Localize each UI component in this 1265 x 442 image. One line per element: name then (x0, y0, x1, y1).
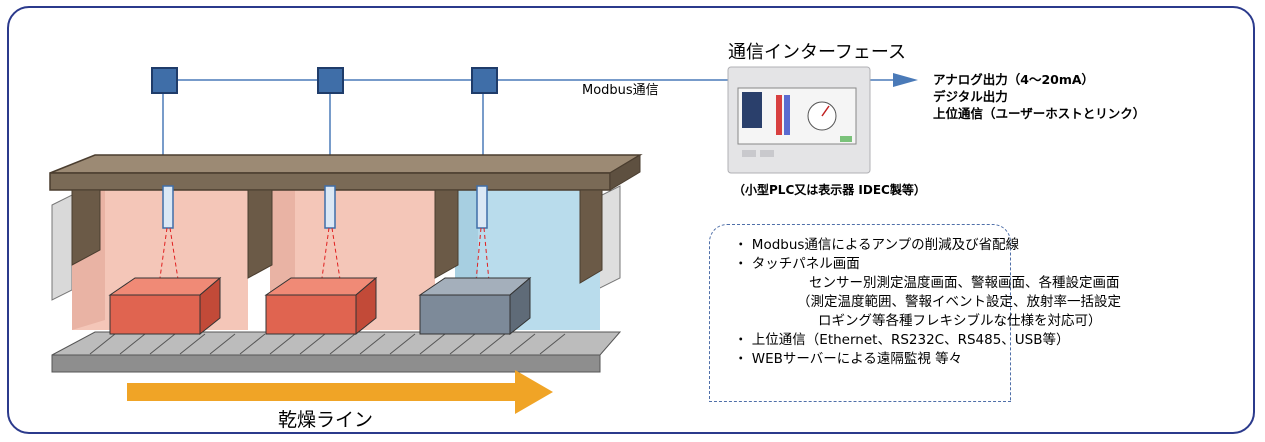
beam-2b (331, 227, 343, 293)
conveyor-front (51, 354, 601, 373)
left-door (51, 194, 73, 301)
hot-box-1-front (109, 294, 201, 335)
interface-title: 通信インターフェース (728, 42, 907, 63)
drying-line-label: 乾燥ライン (278, 409, 374, 431)
feature-settings: （測定温度範囲、警報イベント設定、放射率一括設定 (797, 294, 1121, 310)
modbus-label: Modbus通信 (582, 83, 659, 98)
beam-1a (157, 227, 168, 293)
hmi-key-1 (742, 150, 756, 157)
feature-touch-panel: ・ タッチパネル画面 (734, 256, 860, 272)
beam-1b (169, 227, 181, 293)
interface-caption: （小型PLC又は表示器 IDEC製等） (733, 183, 926, 197)
diagram-frame (7, 6, 1255, 434)
sensor-1 (162, 185, 174, 229)
output-analog: アナログ出力（4～20mA） (933, 72, 1095, 87)
hmi-button-green (840, 136, 852, 142)
sensor-3 (476, 185, 488, 229)
modbus-module-1 (151, 67, 178, 94)
output-arrow (893, 73, 918, 87)
hmi-bar-red (776, 95, 782, 135)
sensor-2 (324, 185, 336, 229)
cool-box-front (419, 294, 511, 335)
features-box (709, 224, 1011, 402)
beam-side (609, 154, 641, 191)
modbus-module-3 (471, 67, 498, 94)
feature-modbus: ・ Modbus通信によるアンプの削減及び省配線 (734, 237, 1020, 253)
hmi-gauge-needle (821, 105, 830, 117)
pillar-3 (434, 189, 459, 279)
feature-host-comm: ・ 上位通信（Ethernet、RS232C、RS485、USB等） (734, 332, 1070, 348)
line-direction-arrow (127, 370, 553, 414)
hmi-screen-panel (742, 92, 762, 128)
conveyor-top (51, 331, 622, 356)
output-host: 上位通信（ユーザーホストとリンク） (933, 106, 1146, 121)
pillar-4 (579, 189, 603, 284)
hot-box-2-side (355, 276, 377, 336)
feature-web: ・ WEBサーバーによる遠隔監視 等々 (734, 351, 963, 367)
pillar-2 (247, 189, 273, 279)
conveyor-rollers (89, 333, 566, 355)
hot-box-2-front (265, 294, 357, 335)
modbus-module-2 (317, 67, 344, 94)
pillar-1 (71, 189, 101, 266)
features-list: ・ Modbus通信によるアンプの削減及び省配線 ・ タッチパネル画面 センサー… (734, 236, 1121, 369)
hot-box-1-side (199, 276, 221, 336)
beam-3b (483, 227, 491, 293)
beam-2a (319, 227, 330, 293)
hmi-bar-blue (784, 95, 790, 135)
output-list: アナログ出力（4～20mA） デジタル出力 上位通信（ユーザーホストとリンク） (933, 71, 1145, 122)
feature-logging: ロギング等各種フレキシブルな仕様を対応可） (818, 313, 1102, 329)
hmi-key-2 (760, 150, 774, 157)
cool-box-side (509, 276, 531, 336)
beam-3a (474, 227, 482, 293)
beam-top (49, 154, 643, 174)
output-digital: デジタル出力 (933, 89, 1008, 104)
feature-screens: センサー別測定温度画面、警報画面、各種設定画面 (809, 275, 1120, 291)
